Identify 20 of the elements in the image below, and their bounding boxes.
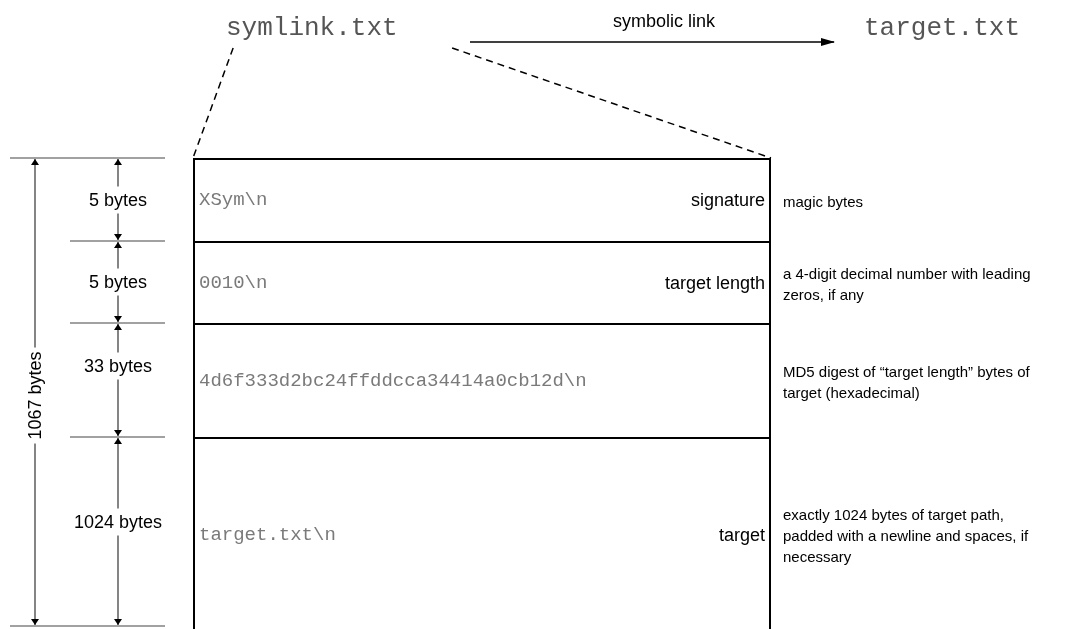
dimension-label: 5 bytes [87, 268, 149, 296]
file-name: symlink.txt [226, 8, 464, 48]
field-description: a 4-digit decimal number with leading zeros, if any [783, 264, 1032, 305]
dimension-label: 33 bytes [82, 352, 154, 380]
dashed-line [451, 47, 772, 159]
field-name: target length [664, 271, 765, 295]
dimension-label: 5 bytes [87, 186, 149, 213]
field-description: MD5 digest of “target length” bytes of target (hexadecimal) [783, 362, 1031, 403]
dashed-line [192, 47, 234, 159]
field-description: exactly 1024 bytes of target path, padded with a newline and spaces, if necessary [783, 504, 1030, 567]
field-name: signature [690, 189, 765, 212]
file-box [193, 158, 771, 629]
field-name: target [718, 523, 765, 547]
file-name: target.txt [864, 8, 1070, 48]
field-value: 4d6f333d2bc24ffddcca34414a0cb12d\n [199, 368, 587, 394]
field-value: XSym\n [199, 188, 268, 214]
field-value: 0010\n [199, 270, 268, 296]
field-description: magic bytes [783, 192, 865, 212]
arrow [469, 38, 835, 46]
field-value: target.txt\n [199, 522, 336, 548]
